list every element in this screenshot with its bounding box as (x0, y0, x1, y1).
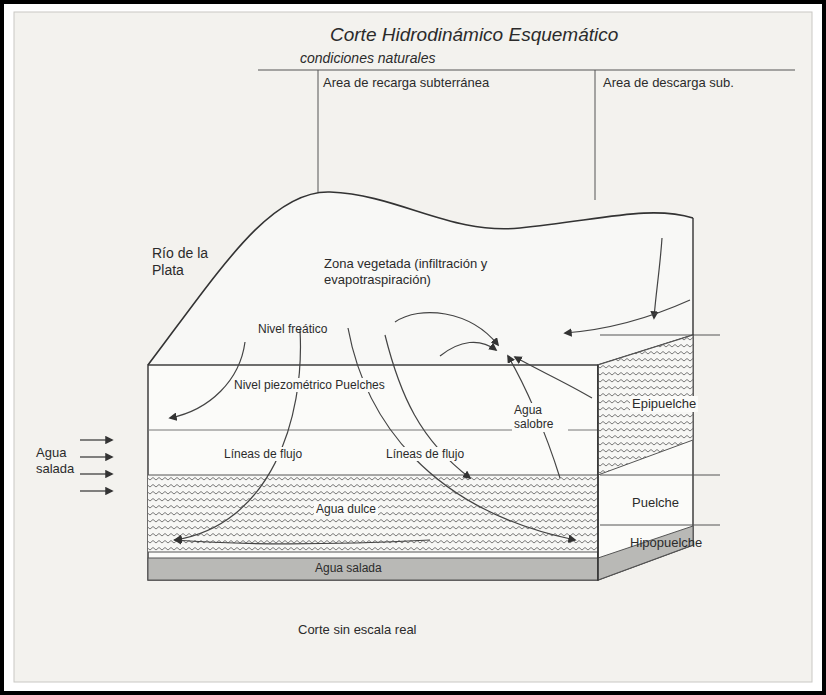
inflow-arrows (80, 440, 112, 491)
water-label: Agua salobre (512, 403, 568, 432)
zone-label: Area de descarga sub. (603, 75, 734, 91)
flow-label: Líneas de flujo (222, 447, 304, 461)
terrain-edge (148, 192, 693, 365)
puelche-layer (148, 475, 598, 552)
note: Corte sin escala real (298, 622, 417, 638)
water-label: Agua salada (315, 561, 382, 575)
level-label: Nivel piezométrico Puelches (232, 378, 387, 392)
layer-label: Puelche (632, 495, 679, 511)
layer-boundary (148, 552, 598, 553)
header-line (258, 70, 795, 71)
layer-boundary (148, 475, 598, 476)
inner-panel (14, 12, 812, 682)
flow-lines (170, 238, 690, 544)
front-face (148, 365, 598, 580)
zone-label: Zona vegetada (infiltración y evapotrasp… (324, 256, 539, 287)
water-label: Agua dulce (314, 502, 378, 516)
subtitle: condiciones naturales (300, 50, 435, 67)
layer-label: Epipuelche (630, 396, 698, 412)
water-label: Agua salada (36, 445, 80, 476)
layer-label: Hipopuelche (630, 535, 702, 551)
zone-divider (595, 70, 596, 200)
diagram-title: Corte Hidrodinámico Esquemático (330, 24, 618, 47)
water-body-label: Río de la Plata (152, 245, 228, 279)
terrain-surface (148, 192, 693, 365)
level-line (600, 335, 720, 336)
side-band (598, 526, 693, 580)
level-label: Nivel freático (258, 322, 327, 336)
flow-label: Líneas de flujo (384, 447, 466, 461)
block-edge (597, 365, 598, 580)
level-line (600, 525, 720, 526)
hipopuelche-layer (148, 558, 598, 580)
level-line (600, 475, 720, 476)
block-edge (692, 218, 693, 335)
zone-label: Area de recarga subterránea (323, 75, 489, 91)
